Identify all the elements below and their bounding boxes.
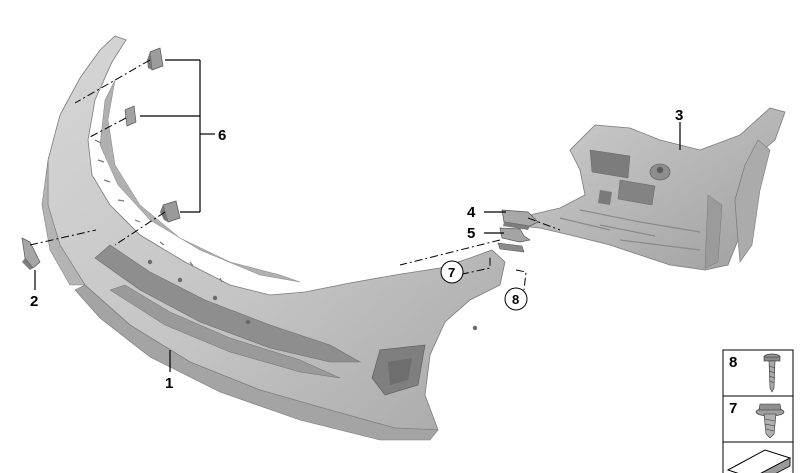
callout-6: 6 [218, 127, 226, 144]
guide-clip-lower [497, 227, 531, 253]
callout-8-ring [504, 287, 528, 311]
callout-2: 2 [30, 293, 38, 310]
front-bumper-panel [41, 35, 506, 441]
callouts: 1 2 3 4 5 6 7 8 [30, 107, 683, 392]
callout-4: 4 [467, 204, 476, 221]
screw-icon [763, 353, 781, 393]
guide-clip-upper [501, 209, 539, 230]
callout-7: 7 [448, 265, 455, 280]
callout-8: 8 [512, 292, 519, 307]
bumper-mounting-bracket [508, 107, 786, 271]
callout-5: 5 [467, 225, 475, 242]
callout-7-ring [440, 260, 464, 284]
callout-1: 1 [165, 375, 173, 392]
bumper-retaining-clips [124, 47, 181, 223]
fastener-legend: 8 7 [722, 349, 794, 473]
legend-number-8: 8 [729, 354, 737, 371]
collar-nut-icon [755, 403, 785, 439]
assembly-lines [29, 59, 561, 291]
leader-lines [34, 59, 681, 372]
legend-number-7: 7 [729, 400, 737, 417]
legend-cell-7 [722, 395, 794, 443]
callout-3: 3 [675, 107, 683, 124]
wedge-sheet-icon [726, 449, 792, 473]
side-bracket-clip [21, 237, 41, 270]
